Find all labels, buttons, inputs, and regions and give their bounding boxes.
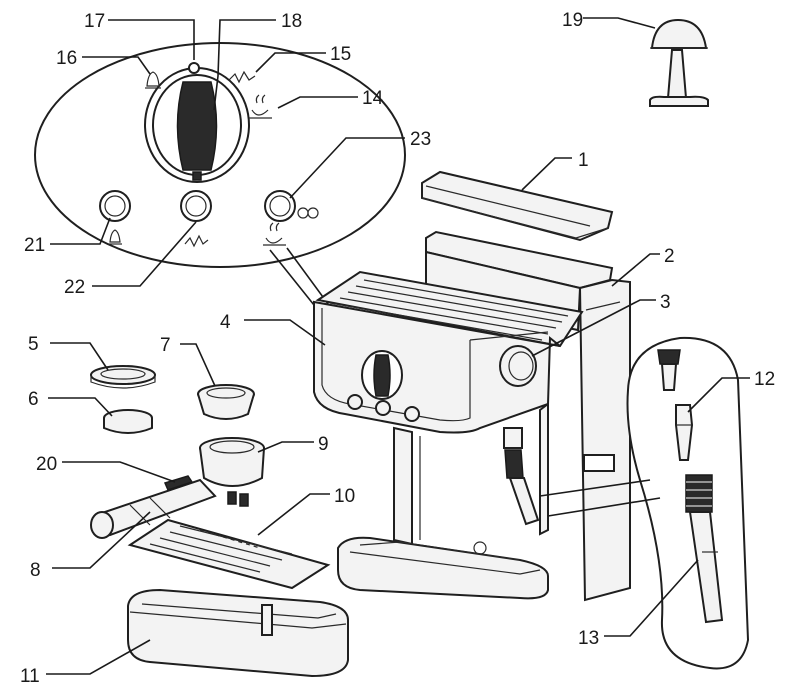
label-1: 1 — [578, 150, 589, 171]
label-21: 21 — [24, 235, 45, 256]
sealing-ring — [90, 365, 156, 389]
wave-icon — [184, 234, 209, 248]
indicator-light — [188, 62, 200, 74]
label-11: 11 — [20, 666, 40, 687]
label-23: 23 — [410, 129, 431, 150]
leader-lines — [46, 17, 750, 675]
water-spreader — [103, 409, 153, 434]
label-7: 7 — [160, 335, 171, 356]
steam-button — [99, 190, 131, 222]
label-20: 20 — [36, 454, 57, 475]
machine-body — [313, 170, 631, 602]
front-button — [347, 394, 363, 410]
portafilter — [199, 437, 265, 507]
label-19: 19 — [562, 10, 583, 31]
wave-icon — [228, 70, 256, 84]
front-selector-dial — [361, 350, 403, 400]
bell-icon — [108, 229, 122, 245]
steam-wand-inset — [626, 336, 750, 670]
selector-dial — [144, 67, 250, 183]
steam-knob — [499, 345, 537, 387]
label-10: 10 — [334, 486, 355, 507]
bell-icon — [145, 71, 161, 89]
label-6: 6 — [28, 389, 39, 410]
part-labels: 1 2 3 4 5 6 7 8 9 10 11 12 13 14 15 16 1… — [20, 10, 775, 687]
label-5: 5 — [28, 334, 39, 355]
front-button — [375, 400, 391, 416]
label-8: 8 — [30, 560, 41, 581]
filter-basket — [197, 384, 255, 420]
front-housing — [313, 300, 561, 434]
machine-steam-wand — [503, 427, 540, 526]
label-18: 18 — [281, 11, 302, 32]
label-9: 9 — [318, 434, 329, 455]
label-14: 14 — [362, 88, 384, 109]
coffee-button — [264, 190, 296, 222]
front-button — [404, 406, 420, 422]
water-tank-lid — [421, 170, 614, 242]
label-3: 3 — [660, 292, 671, 313]
drip-plate — [127, 518, 331, 590]
label-17: 17 — [84, 11, 105, 32]
drip-tray — [127, 588, 349, 678]
label-16: 16 — [56, 48, 77, 69]
machine-drip-tray — [337, 536, 549, 600]
coffee-cup-icon — [263, 222, 286, 246]
portafilter-handle — [90, 475, 217, 539]
label-4: 4 — [220, 312, 231, 333]
control-panel-callout — [34, 42, 406, 268]
tamper — [649, 18, 709, 107]
coffee-cup-icon — [249, 94, 272, 119]
label-12: 12 — [754, 369, 775, 390]
label-13: 13 — [578, 628, 599, 649]
label-15: 15 — [330, 44, 351, 65]
label-2: 2 — [664, 246, 675, 267]
label-22: 22 — [64, 277, 85, 298]
dual-cup-icon — [297, 207, 319, 219]
heating-button — [180, 190, 212, 222]
